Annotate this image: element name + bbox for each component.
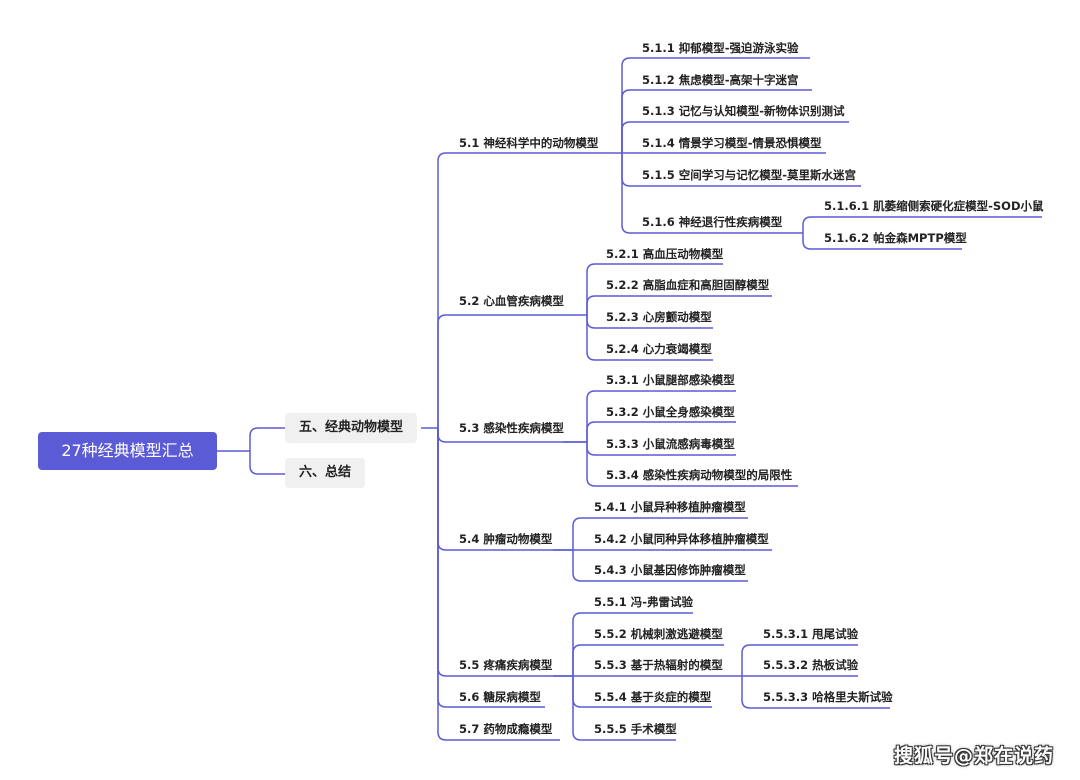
item-5-5-3-2[interactable]: 5.5.3.2 热板试验 xyxy=(763,658,859,672)
sections-connector-branch xyxy=(437,152,605,428)
item-5-5-3-1[interactable]: 5.5.3.1 甩尾试验 xyxy=(763,627,859,641)
items-5-5-connector-branch xyxy=(572,676,676,741)
item-5-5-3-3[interactable]: 5.5.3.3 哈格里夫斯试验 xyxy=(763,690,893,704)
item-5-3-4[interactable]: 5.3.4 感染性疾病动物模型的局限性 xyxy=(606,468,793,482)
item-5-3-2[interactable]: 5.3.2 小鼠全身感染模型 xyxy=(606,405,735,419)
items-5-2-connector-branch xyxy=(586,315,713,361)
item-5-1-5[interactable]: 5.1.5 空间学习与记忆模型-莫里斯水迷宫 xyxy=(642,168,857,182)
item-5-1-1[interactable]: 5.1.1 抑郁模型-强迫游泳实验 xyxy=(642,41,799,55)
item-5-5-4[interactable]: 5.5.4 基于炎症的模型 xyxy=(594,690,712,704)
items-5-4-connector-branch xyxy=(572,550,748,582)
section-5-3[interactable]: 5.3 感染性疾病模型 xyxy=(459,421,564,435)
items-5-1-connector-branch xyxy=(621,121,849,153)
section-5-2[interactable]: 5.2 心血管疾病模型 xyxy=(459,294,564,308)
item-5-1-6-2[interactable]: 5.1.6.2 帕金森MPTP模型 xyxy=(824,231,967,245)
item-5-5-3[interactable]: 5.5.3 基于热辐射的模型 xyxy=(594,658,723,672)
sections-connector-branch xyxy=(437,314,587,428)
item-5-4-1[interactable]: 5.4.1 小鼠异种移植肿瘤模型 xyxy=(594,500,746,514)
section-5-1[interactable]: 5.1 神经科学中的动物模型 xyxy=(459,136,599,150)
item-5-1-6-1[interactable]: 5.1.6.1 肌萎缩侧索硬化症模型-SOD小鼠 xyxy=(824,199,1044,213)
watermark-text: 搜狐号@郑在说药 xyxy=(893,745,1054,767)
section-5-5[interactable]: 5.5 疼痛疾病模型 xyxy=(459,658,553,672)
section-5-7[interactable]: 5.7 药物成瘾模型 xyxy=(459,722,553,736)
items-5-3-connector-branch xyxy=(586,421,736,442)
sections-connector-branch xyxy=(437,428,573,677)
item-5-2-3[interactable]: 5.2.3 心房颤动模型 xyxy=(606,310,712,324)
items-5-1-connector-branch xyxy=(621,57,810,153)
item-5-5-5[interactable]: 5.5.5 手术模型 xyxy=(594,722,677,736)
section-5-6[interactable]: 5.6 糖尿病模型 xyxy=(459,690,541,704)
item-5-2-2[interactable]: 5.2.2 高脂血症和高胆固醇模型 xyxy=(606,278,770,292)
sections-connector-branch xyxy=(437,428,560,741)
item-5-1-2[interactable]: 5.1.2 焦虑模型-高架十字迷宫 xyxy=(642,73,799,87)
item-5-4-3[interactable]: 5.4.3 小鼠基因修饰肿瘤模型 xyxy=(594,563,746,577)
item-5-5-2[interactable]: 5.5.2 机械刺激逃避模型 xyxy=(594,627,723,641)
item-5-1-4[interactable]: 5.1.4 情景学习模型-情景恐惧模型 xyxy=(642,136,822,150)
items-5-4-connector-branch xyxy=(572,517,748,550)
items-5-5-connector-branch xyxy=(572,612,693,676)
items-5-5-3-connector-branch xyxy=(741,676,890,709)
items-5-1-connector-branch xyxy=(621,89,812,153)
items-5-5-3-connector-branch xyxy=(741,644,858,676)
item-5-5-1[interactable]: 5.5.1 冯-弗雷试验 xyxy=(594,595,694,609)
root-connector-branch xyxy=(249,427,285,451)
items-5-2-connector-branch xyxy=(586,295,772,315)
items-5-1-connector-branch xyxy=(621,153,802,234)
items-5-3-connector-branch xyxy=(586,390,736,442)
items-5-1-6-connector-branch xyxy=(802,216,1042,233)
root-connector-branch xyxy=(249,451,285,475)
items-5-2-connector-branch xyxy=(586,263,723,315)
chapter-node-6[interactable]: 六、总结 xyxy=(285,458,366,488)
item-5-4-2[interactable]: 5.4.2 小鼠同种异体移植肿瘤模型 xyxy=(594,532,769,546)
item-5-3-3[interactable]: 5.3.3 小鼠流感病毒模型 xyxy=(606,437,735,451)
section-5-4[interactable]: 5.4 肿瘤动物模型 xyxy=(459,532,553,546)
item-5-1-6[interactable]: 5.1.6 神经退行性疾病模型 xyxy=(642,215,783,229)
root-node[interactable]: 27种经典模型汇总 xyxy=(38,432,217,470)
item-5-2-1[interactable]: 5.2.1 高血压动物模型 xyxy=(606,247,724,261)
items-5-3-connector-branch xyxy=(586,442,798,487)
items-5-5-connector-branch xyxy=(572,644,724,676)
item-5-3-1[interactable]: 5.3.1 小鼠腿部感染模型 xyxy=(606,373,735,387)
item-5-1-3[interactable]: 5.1.3 记忆与认知模型-新物体识别测试 xyxy=(642,104,845,118)
chapter-node-5[interactable]: 五、经典动物模型 xyxy=(285,413,418,443)
items-5-1-6-connector-branch xyxy=(802,233,962,250)
item-5-2-4[interactable]: 5.2.4 心力衰竭模型 xyxy=(606,342,712,356)
